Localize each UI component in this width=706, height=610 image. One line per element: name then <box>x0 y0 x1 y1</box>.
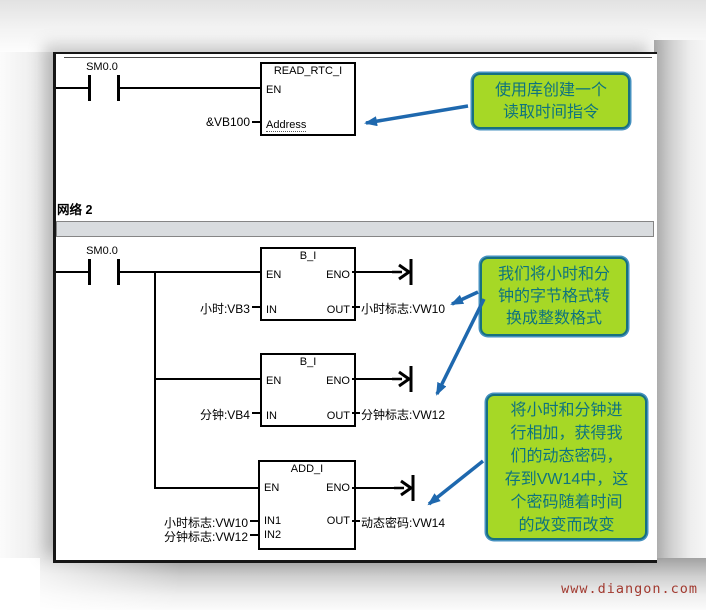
page-shadow-left <box>0 52 53 558</box>
wire <box>352 271 392 273</box>
operand-hour-out[interactable]: 小时标志:VW10 <box>361 302 446 316</box>
pin-en-label: EN <box>266 269 282 281</box>
callout-dynamic-password: 将小时和分钟进 行相加，获得我 们的动态密码， 存到VW14中，这 个密码随着时… <box>486 394 647 540</box>
page-shadow-right <box>654 40 706 558</box>
pin-eno-label: ENO <box>326 482 350 494</box>
bi-minute-block[interactable]: B_I EN ENO IN OUT <box>260 353 356 427</box>
wire <box>120 271 260 273</box>
wire <box>252 412 260 414</box>
pin-out-label: OUT <box>326 515 350 527</box>
pin-en-label: EN <box>266 84 282 96</box>
pin-out-label: OUT <box>326 304 350 316</box>
page-shadow-bottom-fade <box>0 558 180 610</box>
wire <box>250 534 258 536</box>
callout-line: 的改变而改变 <box>518 517 615 534</box>
wire <box>56 87 88 89</box>
wire <box>252 121 260 123</box>
no-contact-network1[interactable] <box>88 75 120 101</box>
wire <box>352 520 360 522</box>
network1-comment-bar-edge <box>64 57 652 58</box>
pin-out-label: OUT <box>326 410 350 422</box>
wire <box>250 520 258 522</box>
no-contact-network2[interactable] <box>88 259 120 285</box>
callout-read-time: 使用库创建一个 读取时间指令 <box>472 73 630 129</box>
network2-comment-bar[interactable] <box>56 221 654 237</box>
block-title: B_I <box>299 356 317 368</box>
site-watermark: www.diangon.com <box>561 581 698 597</box>
wire <box>56 271 88 273</box>
pin-in-label: IN <box>266 304 277 316</box>
operand-add-out[interactable]: 动态密码:VW14 <box>361 516 446 530</box>
contact-label-network1[interactable]: SM0.0 <box>86 61 118 73</box>
callout-line: 存到VW14中，这 <box>504 471 629 488</box>
contact-label-network2[interactable]: SM0.0 <box>86 245 118 257</box>
callout-line: 行相加，获得我 <box>510 425 623 442</box>
pin-in1-label: IN1 <box>264 515 282 527</box>
pin-en-label: EN <box>264 482 280 494</box>
page-shadow-top <box>0 0 706 52</box>
wire <box>154 378 260 380</box>
pin-in2-label: IN2 <box>264 529 282 541</box>
wire-end-arrow <box>392 366 413 392</box>
operand-hour-in[interactable]: 小时:VB3 <box>199 302 250 316</box>
wire <box>154 487 258 489</box>
pin-eno-label: ENO <box>326 375 350 387</box>
pin-address-label: Address <box>266 119 307 132</box>
pin-in-label: IN <box>266 410 277 422</box>
block-title: B_I <box>299 250 317 262</box>
network2-title: 网络 2 <box>57 203 93 217</box>
operand-minute-in[interactable]: 分钟:VB4 <box>199 408 250 422</box>
wire-end-arrow <box>392 259 413 285</box>
wire <box>352 412 360 414</box>
wire <box>252 306 260 308</box>
pin-en-label: EN <box>266 375 282 387</box>
add-i-block[interactable]: ADD_I EN ENO IN1 IN2 OUT <box>258 460 356 550</box>
pin-eno-label: ENO <box>326 269 350 281</box>
callout-line: 使用库创建一个 <box>494 82 607 99</box>
wire <box>120 87 260 89</box>
branch-wire <box>154 271 156 489</box>
callout-line: 换成整数格式 <box>505 310 602 327</box>
operand-add-in1[interactable]: 小时标志:VW10 <box>163 516 248 530</box>
block-title: ADD_I <box>290 463 324 475</box>
callout-line: 们的动态密码， <box>510 448 623 465</box>
callout-line: 我们将小时和分 <box>497 266 610 283</box>
operand-add-in2[interactable]: 分钟标志:VW12 <box>163 530 248 544</box>
callout-line: 将小时和分钟进 <box>510 402 623 419</box>
callout-convert-format: 我们将小时和分 钟的字节格式转 换成整数格式 <box>480 257 628 336</box>
operand-minute-out[interactable]: 分钟标志:VW12 <box>361 408 446 422</box>
read-rtc-block[interactable]: READ_RTC_I EN Address <box>260 62 356 136</box>
wire <box>352 487 394 489</box>
operand-address[interactable]: &VB100 <box>205 115 250 129</box>
callout-line: 个密码随着时间 <box>510 494 623 511</box>
wire-end-arrow <box>394 475 415 501</box>
callout-line: 钟的字节格式转 <box>497 288 610 305</box>
wire <box>352 306 360 308</box>
callout-line: 读取时间指令 <box>502 104 599 121</box>
block-title: READ_RTC_I <box>273 65 343 77</box>
wire <box>352 378 392 380</box>
bi-hour-block[interactable]: B_I EN ENO IN OUT <box>260 247 356 321</box>
